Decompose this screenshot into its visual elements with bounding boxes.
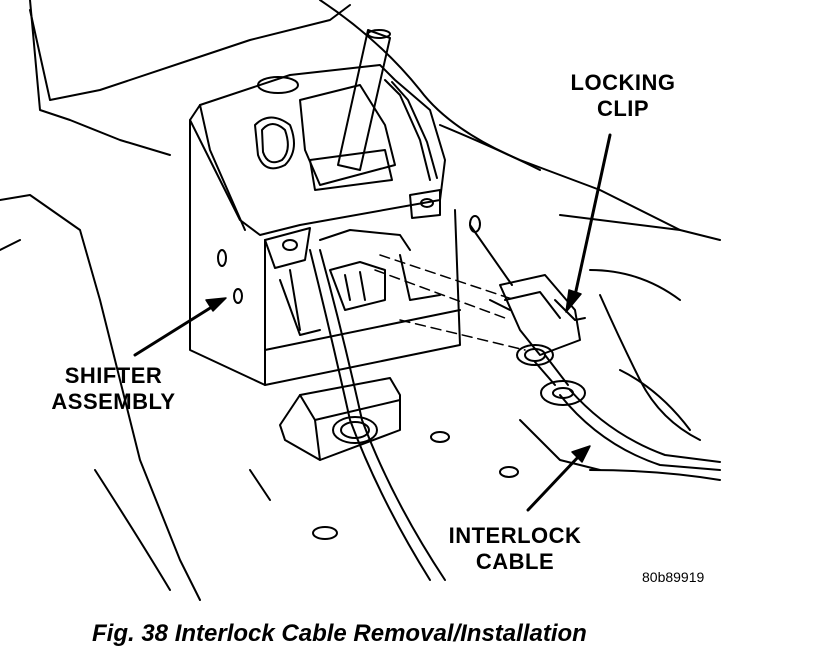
interlock-cable-label-line2: CABLE [475,549,555,574]
shift-cable [309,249,446,581]
shift-lever [337,29,391,171]
housing-hole [217,249,227,267]
floor-hole [430,431,450,443]
figure-caption: Fig. 38 Interlock Cable Removal/Installa… [92,620,587,647]
shifter-assembly-label-line2: ASSEMBLY [51,389,176,414]
locking-clip-label: LOCKING CLIP [548,70,698,122]
floor-hole [312,526,338,540]
locking-clip-label-line1: LOCKING [570,70,676,95]
shifter-assembly-label-line1: SHIFTER [64,363,163,388]
alignment-lines [374,254,526,351]
locking-clip-leader [572,133,612,302]
locking-clip-arrowhead [565,289,582,313]
interlock-connector [469,215,586,406]
cable-bracket [279,377,401,461]
interlock-arrowhead [571,445,591,463]
interlock-cable-label: INTERLOCK CABLE [420,523,610,575]
shifter-assembly-label: SHIFTER ASSEMBLY [26,363,201,415]
shifter-housing [189,64,461,386]
shifter-leader [133,303,217,357]
shifter-arrowhead [205,297,227,312]
floor-panel [0,0,721,601]
interlock-leader [526,453,582,512]
figure-code: 80b89919 [642,569,705,585]
housing-hole [233,288,243,304]
locking-clip-label-line2: CLIP [596,96,650,121]
interlock-cable-label-line1: INTERLOCK [448,523,582,548]
floor-hole [499,466,519,478]
